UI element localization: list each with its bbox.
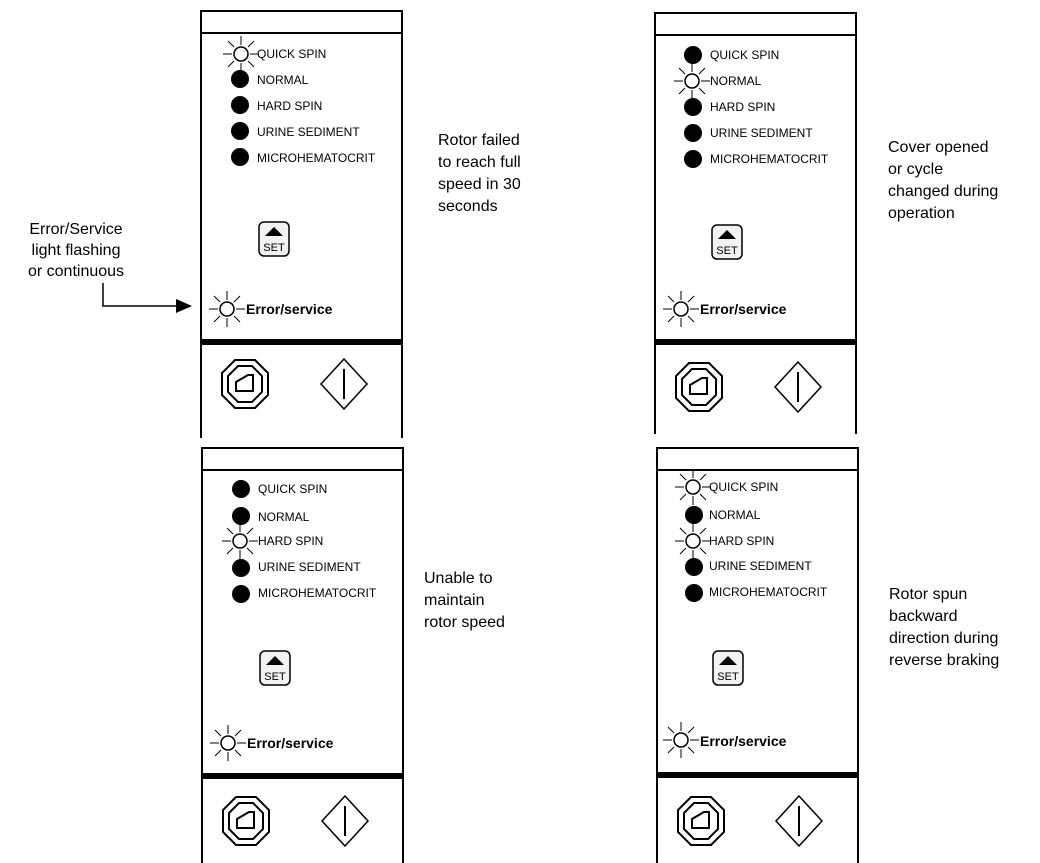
led-off-icon [684,124,702,142]
option-label: MICROHEMATOCRIT [258,586,377,600]
led-off-icon [231,96,249,114]
led-on-icon [674,63,710,99]
set-button[interactable]: SET [712,650,744,686]
error-led-on-icon [663,722,699,758]
stop-octagon-icon[interactable] [220,358,270,410]
led-off-icon [684,150,702,168]
panel-divider [658,772,857,778]
set-label: SET [716,245,738,257]
led-off-icon [685,558,703,576]
set-label: SET [717,671,739,683]
panel-rotor-backward: QUICK SPIN NORMAL HARD SPIN URINE SEDIME… [656,447,859,863]
set-button[interactable]: SET [259,650,291,686]
start-diamond-icon[interactable] [319,357,369,411]
led-off-icon [232,480,250,498]
option-label: URINE SEDIMENT [258,560,361,574]
led-off-icon [232,585,250,603]
description-rotor-failed: Rotor failed to reach full speed in 30 s… [438,132,521,215]
option-label: MICROHEMATOCRIT [257,151,376,165]
set-label: SET [263,242,285,254]
led-off-icon [231,148,249,166]
set-label: SET [264,671,286,683]
description-rotor-backward: Rotor spun backward direction during rev… [889,586,1000,669]
panel-divider [656,339,855,345]
panel-top-line [202,32,401,34]
led-off-icon [684,98,702,116]
led-on-icon [675,469,711,505]
panel-top-line [203,469,402,471]
led-off-icon [685,584,703,602]
description-unable-maintain: Unable to maintain rotor speed [424,570,505,631]
panel-divider [202,339,401,345]
option-label: NORMAL [709,508,761,522]
option-label: HARD SPIN [710,100,776,114]
led-off-icon [232,559,250,577]
led-on-icon [222,523,258,559]
start-diamond-icon[interactable] [320,794,370,848]
led-on-icon [675,523,711,559]
error-service-label: Error/service [700,301,787,317]
option-label: QUICK SPIN [257,47,327,61]
option-label: MICROHEMATOCRIT [710,152,829,166]
error-service-label: Error/service [247,735,334,751]
start-diamond-icon[interactable] [773,360,823,414]
option-label: NORMAL [258,510,310,524]
panel-rotor-failed: QUICK SPIN NORMAL HARD SPIN URINE SEDIME… [200,10,403,438]
error-service-label: Error/service [246,301,333,317]
option-label: HARD SPIN [257,99,323,113]
led-off-icon [231,70,249,88]
option-label: HARD SPIN [709,534,775,548]
option-label: NORMAL [710,74,762,88]
option-label: MICROHEMATOCRIT [709,585,828,599]
set-button[interactable]: SET [258,221,290,257]
option-label: HARD SPIN [258,534,324,548]
led-off-icon [231,122,249,140]
error-led-on-icon [210,725,246,761]
error-led-on-icon [209,291,245,327]
option-label: QUICK SPIN [709,480,779,494]
led-off-icon [685,506,703,524]
option-label: URINE SEDIMENT [257,125,360,139]
panel-cover-opened: QUICK SPIN NORMAL HARD SPIN URINE SEDIME… [654,12,857,434]
error-led-on-icon [663,291,699,327]
stop-octagon-icon[interactable] [674,361,724,413]
panel-unable-maintain: QUICK SPIN NORMAL HARD SPIN URINE SEDIME… [201,447,404,863]
set-button[interactable]: SET [711,224,743,260]
option-label: QUICK SPIN [710,48,780,62]
led-off-icon [232,507,250,525]
panel-top-line [656,34,855,36]
option-label: URINE SEDIMENT [709,559,812,573]
stop-octagon-icon[interactable] [221,795,271,847]
stop-octagon-icon[interactable] [676,795,726,847]
panel-top-line [658,469,857,471]
panel-divider [203,773,402,779]
description-cover-opened: Cover opened or cycle changed during ope… [888,139,999,222]
option-label: URINE SEDIMENT [710,126,813,140]
led-on-icon [223,36,259,72]
start-diamond-icon[interactable] [774,794,824,848]
led-off-icon [684,46,702,64]
error-service-label: Error/service [700,733,787,749]
option-label: QUICK SPIN [258,482,328,496]
option-label: NORMAL [257,73,309,87]
callout-error-service: Error/Service light flashing or continuo… [27,221,125,280]
